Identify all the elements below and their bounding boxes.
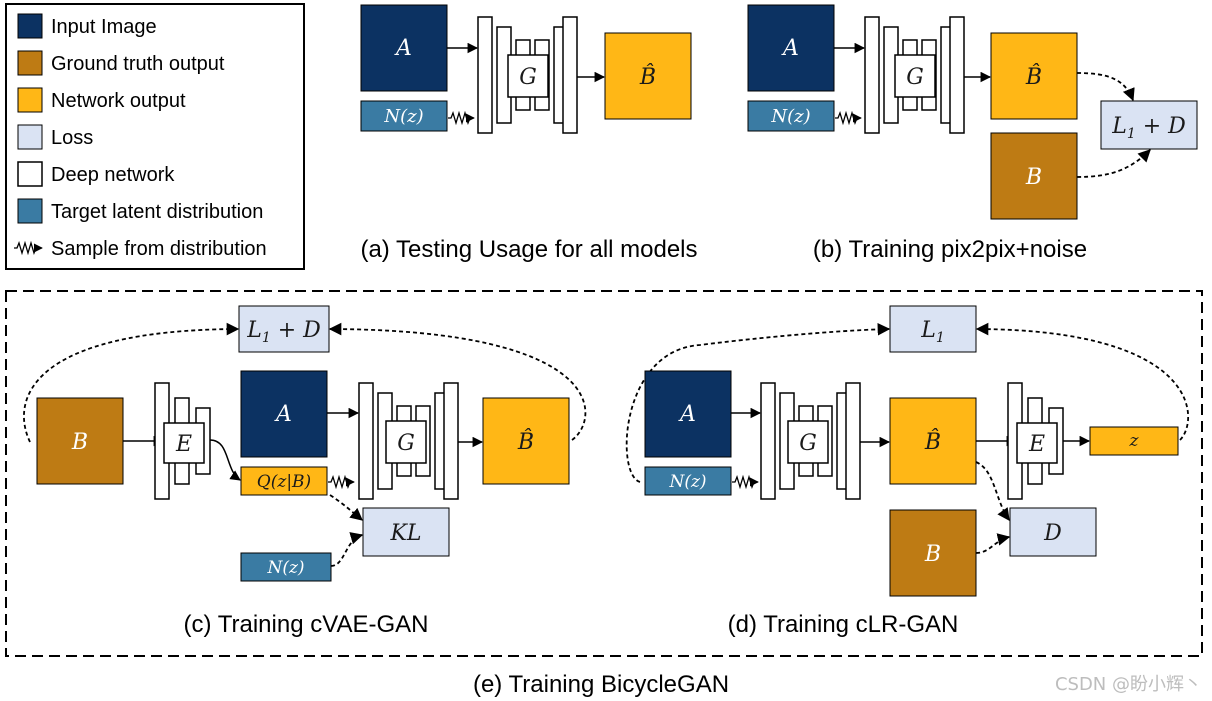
label-a: A <box>274 402 292 427</box>
label-e: E <box>175 432 192 457</box>
caption-a: (a) Testing Usage for all models <box>360 236 697 263</box>
legend-network-output: Network output <box>51 90 186 112</box>
label-l1d: L1 + D <box>1111 114 1186 142</box>
loss-block <box>1100 100 1198 150</box>
squiggle-arrow-icon <box>14 240 43 256</box>
encoder-network: E <box>154 382 211 500</box>
network-output-block <box>482 397 570 485</box>
label-a: A <box>781 36 799 61</box>
input-image-block <box>747 4 835 92</box>
discriminator-loss-block <box>1009 507 1097 557</box>
bicyclegan-frame <box>5 290 1203 657</box>
dashed-arrow-b-to-loss <box>1076 149 1151 178</box>
loss-block <box>238 305 330 353</box>
dashed-arrow-q-to-kl <box>329 494 363 521</box>
kl-loss-block <box>362 507 450 557</box>
input-image-swatch <box>17 13 43 39</box>
posterior-block <box>240 466 328 496</box>
sample-squiggle <box>835 110 862 126</box>
label-bhat: B̂ <box>517 429 534 455</box>
latent-block <box>747 100 835 132</box>
panel-a: A N(z) G B̂ (a) Testing Usage for all mo… <box>360 4 698 263</box>
ground-truth-block <box>36 397 124 485</box>
latent-swatch <box>17 198 43 224</box>
legend-loss: Loss <box>51 127 93 149</box>
legend-latent: Target latent distribution <box>51 201 263 223</box>
legend-sample: Sample from distribution <box>51 238 267 260</box>
latent-block <box>240 552 332 582</box>
dashed-arrow-b-to-d <box>975 533 1011 554</box>
dashed-arrow-bhat-to-d <box>975 461 1010 522</box>
latent-block <box>360 100 448 132</box>
dashed-arrow-nz-to-loss <box>625 322 891 483</box>
dashed-arrow-b-to-loss <box>23 322 240 443</box>
dashed-arrow-bhat-to-loss <box>1076 72 1135 102</box>
label-d: D <box>1043 521 1062 546</box>
panel-b: A N(z) G B̂ B L1 + D (b) Training pix2pi… <box>747 4 1198 263</box>
sample-squiggle <box>732 474 759 490</box>
caption-c: (c) Training cVAE-GAN <box>184 611 429 638</box>
legend: Input Image Ground truth output Network … <box>5 3 305 270</box>
label-bhat: B̂ <box>1025 64 1042 90</box>
sample-squiggle <box>448 110 475 126</box>
label-qzb: Q(z|B) <box>257 472 311 492</box>
label-g: G <box>397 431 415 456</box>
legend-input-image: Input Image <box>51 16 157 38</box>
encoder-network: E <box>1007 382 1064 500</box>
ground-truth-block <box>889 509 977 597</box>
loss-block <box>889 305 977 353</box>
label-a: A <box>394 36 412 61</box>
label-b: B <box>71 430 88 455</box>
caption-e: (e) Training BicycleGAN <box>473 671 729 698</box>
caption-b: (b) Training pix2pix+noise <box>813 236 1087 263</box>
ground-truth-block <box>990 132 1078 220</box>
sample-squiggle <box>328 474 355 490</box>
label-g: G <box>799 431 817 456</box>
label-nz: N(z) <box>266 558 304 578</box>
input-image-block <box>240 370 328 458</box>
label-e: E <box>1028 432 1045 457</box>
deep-network-swatch <box>17 161 43 187</box>
label-l1: L1 <box>920 318 945 346</box>
label-l1d: L1 + D <box>246 318 321 346</box>
generator-network: G <box>760 382 861 500</box>
legend-deep-network: Deep network <box>51 164 175 186</box>
generator-network: G <box>358 382 459 500</box>
label-kl: KL <box>389 521 421 546</box>
input-image-block <box>644 370 732 458</box>
panel-c: L1 + D B E A Q(z|B) G <box>23 305 587 638</box>
label-nz: N(z) <box>668 472 706 492</box>
label-g: G <box>906 65 924 90</box>
label-a: A <box>678 402 696 427</box>
input-image-block <box>360 4 448 92</box>
label-g: G <box>519 65 537 90</box>
ground-truth-swatch <box>17 50 43 76</box>
generator-network: G <box>477 16 578 134</box>
loss-swatch <box>17 124 43 150</box>
network-output-swatch <box>17 87 43 113</box>
label-nz: N(z) <box>770 106 810 127</box>
label-z: z <box>1129 431 1140 451</box>
panel-d: L1 A N(z) G B̂ E <box>625 305 1189 638</box>
label-nz: N(z) <box>383 106 423 127</box>
legend-ground-truth: Ground truth output <box>51 53 225 75</box>
dashed-arrow-nz-to-kl <box>330 532 364 567</box>
label-b: B <box>1025 165 1042 190</box>
network-output-block <box>990 32 1078 120</box>
latent-block <box>644 466 732 496</box>
label-b: B <box>924 542 941 567</box>
latent-code-block <box>1089 426 1179 456</box>
generator-network: G <box>864 16 965 134</box>
label-bhat: B̂ <box>639 64 656 90</box>
watermark: CSDN @盼小辉丶 <box>1055 674 1202 695</box>
network-output-block <box>889 397 977 485</box>
caption-d: (d) Training cLR-GAN <box>728 611 959 638</box>
dashed-arrow-bhat-to-loss <box>328 322 587 441</box>
arrow-e-to-q <box>209 439 241 481</box>
network-output-block <box>604 32 692 120</box>
label-bhat: B̂ <box>924 429 941 455</box>
